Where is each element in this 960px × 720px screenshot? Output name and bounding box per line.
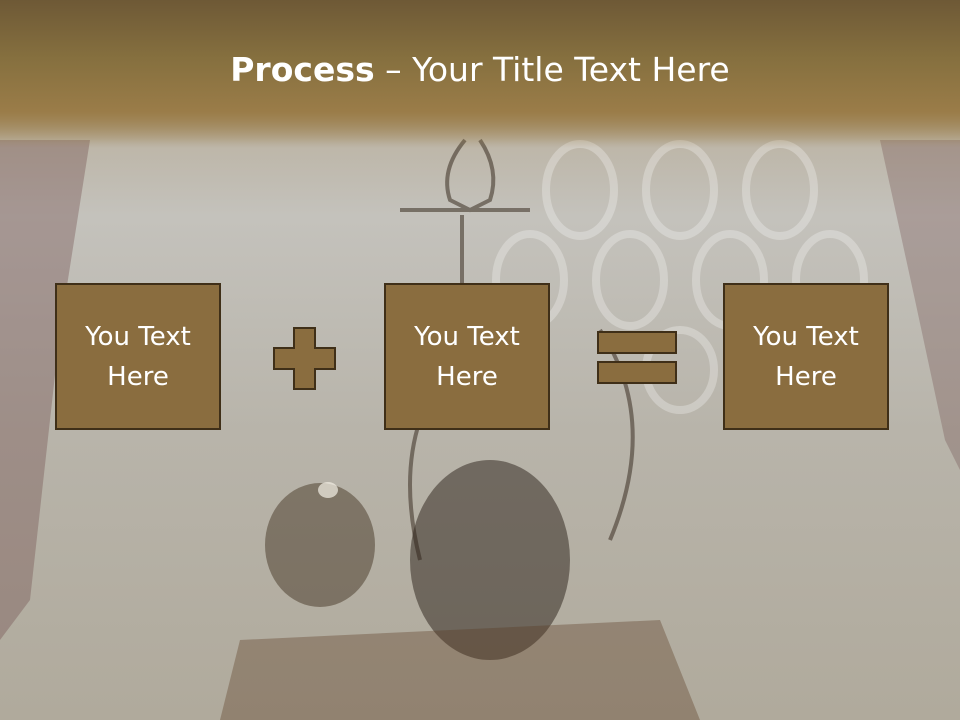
process-box-2-label: You Text Here [414,321,520,392]
title-separator: – [374,50,413,89]
process-box-3[interactable]: You Text Here [723,283,889,430]
process-box-1[interactable]: You Text Here [55,283,221,430]
title-bar [0,0,960,148]
process-box-1-label: You Text Here [85,321,191,392]
process-box-3-label: You Text Here [753,321,859,392]
plus-sign-icon [273,327,336,390]
process-box-2[interactable]: You Text Here [384,283,550,430]
slide-title[interactable]: Process – Your Title Text Here [0,50,960,89]
title-bold: Process [230,50,375,89]
equals-sign-icon [597,331,677,384]
title-rest: Your Title Text Here [412,50,730,89]
